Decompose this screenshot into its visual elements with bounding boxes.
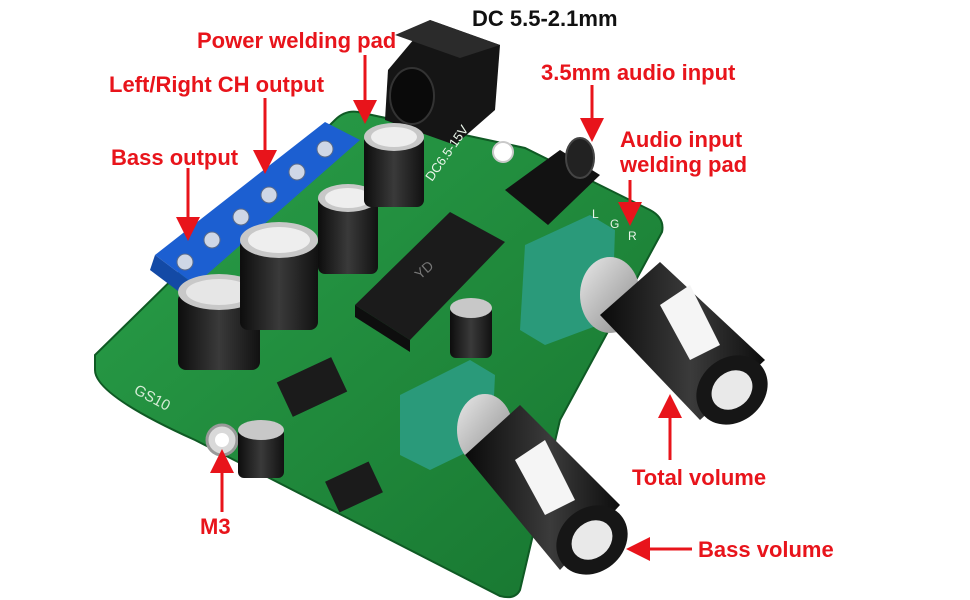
silkscreen-g: G xyxy=(610,217,619,231)
label-audio-pad-line1: Audio input xyxy=(620,127,743,152)
label-bass-output: Bass output xyxy=(111,145,239,170)
small-ic-1 xyxy=(276,357,348,417)
label-audio-pad-line2: welding pad xyxy=(620,152,748,177)
callout-arrows xyxy=(176,55,692,561)
label-total-volume: Total volume xyxy=(632,465,767,490)
bass-volume-knob[interactable] xyxy=(465,405,642,589)
small-ic-2 xyxy=(325,461,383,513)
audio-jack-3-5mm xyxy=(505,137,600,225)
capacitors xyxy=(178,123,492,478)
main-ic-chip: YD xyxy=(355,212,505,352)
label-dc-jack: DC 5.5-2.1mm xyxy=(472,6,618,31)
silkscreen-r: R xyxy=(628,229,637,243)
label-m3: M3 xyxy=(200,514,231,539)
label-audio-35: 3.5mm audio input xyxy=(541,60,736,85)
label-lr-output: Left/Right CH output xyxy=(109,72,325,97)
label-power-pad: Power welding pad xyxy=(197,28,397,53)
label-bass-volume: Bass volume xyxy=(698,537,834,562)
dc-jack xyxy=(385,20,500,145)
mounting-hole-top xyxy=(492,141,514,163)
total-volume-knob[interactable] xyxy=(600,262,782,439)
silkscreen-l: L xyxy=(592,207,599,221)
